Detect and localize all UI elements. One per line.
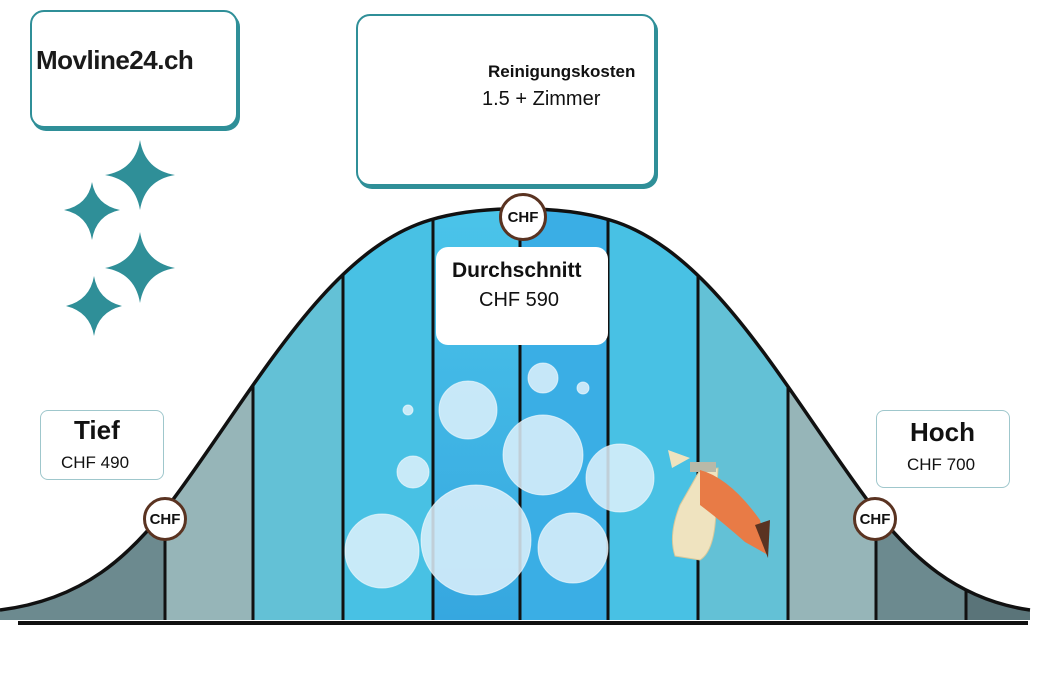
- high-label: Hoch: [910, 417, 975, 447]
- high-value: CHF 700: [907, 455, 976, 474]
- average-label: Durchschnitt: [452, 259, 582, 282]
- spray-bottle-icon: [668, 450, 770, 561]
- chf-badge-average: CHF: [499, 193, 547, 241]
- sparkle-icons: [64, 140, 175, 336]
- page-title: Reinigungskosten: [488, 62, 636, 81]
- title-card: Reinigungskosten 1.5 + Zimmer: [356, 14, 656, 186]
- low-price-card: Tief CHF 490: [40, 410, 164, 480]
- average-price-card: Durchschnitt CHF 590: [436, 247, 608, 345]
- low-label: Tief: [74, 415, 120, 445]
- logo-card: Movline24.ch: [30, 10, 238, 128]
- low-value: CHF 490: [61, 453, 130, 472]
- chf-badge-low: CHF: [143, 497, 187, 541]
- page-subtitle: 1.5 + Zimmer: [482, 88, 601, 110]
- high-price-card: Hoch CHF 700: [876, 410, 1010, 488]
- chf-badge-high: CHF: [853, 497, 897, 541]
- average-value: CHF 590: [479, 289, 560, 311]
- logo: Movline24.ch: [36, 45, 194, 75]
